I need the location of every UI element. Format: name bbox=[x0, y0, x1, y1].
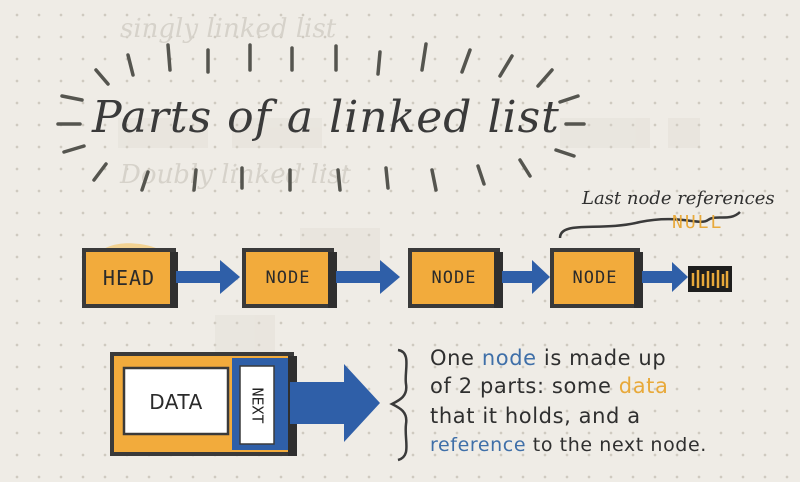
page-title: Parts of a linked list bbox=[92, 92, 560, 143]
list-node bbox=[242, 248, 337, 308]
head-label: HEAD bbox=[102, 266, 156, 290]
last-node-brace bbox=[558, 211, 741, 239]
next-label: NEXT bbox=[240, 366, 274, 444]
description-text: to the next node. bbox=[526, 434, 707, 456]
ghost-text-doubly: Doubly linked list bbox=[120, 160, 352, 190]
description-line-1: One node is made up bbox=[430, 346, 666, 370]
pointer-arrow bbox=[502, 260, 550, 294]
description-text: One bbox=[430, 346, 482, 370]
null-annotation: NULL bbox=[672, 212, 724, 233]
list-node bbox=[408, 248, 503, 308]
highlight-data: data bbox=[618, 374, 669, 398]
pointer-arrow bbox=[176, 260, 240, 294]
ghost-shapes bbox=[118, 118, 700, 355]
null-terminator-icon bbox=[688, 266, 732, 292]
next-label-text: NEXT bbox=[248, 386, 267, 424]
list-node bbox=[550, 248, 643, 308]
title-rays bbox=[56, 42, 586, 192]
node-label: NODE bbox=[265, 268, 311, 288]
description-line-2: of 2 parts: some data bbox=[430, 374, 668, 398]
description-brace bbox=[389, 348, 408, 462]
node-label: NODE bbox=[572, 268, 618, 288]
pointer-arrow bbox=[336, 260, 400, 294]
ghost-text-singly: singly linked list bbox=[120, 14, 337, 44]
head-node bbox=[82, 248, 178, 308]
last-node-annotation: Last node references bbox=[582, 188, 775, 209]
node-label: NODE bbox=[431, 268, 477, 288]
description-line-3: that it holds, and a bbox=[430, 404, 641, 428]
description-text: of 2 parts: some bbox=[430, 374, 619, 398]
node-anatomy bbox=[110, 352, 297, 456]
pointer-arrow bbox=[642, 262, 688, 292]
description-line-4: reference to the next node. bbox=[430, 434, 707, 456]
description-text: is made up bbox=[536, 346, 667, 370]
next-pointer-arrow bbox=[290, 364, 380, 442]
highlight-reference: reference bbox=[430, 434, 527, 456]
data-label: DATA bbox=[149, 390, 203, 414]
highlight-node: node bbox=[481, 346, 537, 370]
description-text: that it holds, and a bbox=[430, 404, 641, 428]
